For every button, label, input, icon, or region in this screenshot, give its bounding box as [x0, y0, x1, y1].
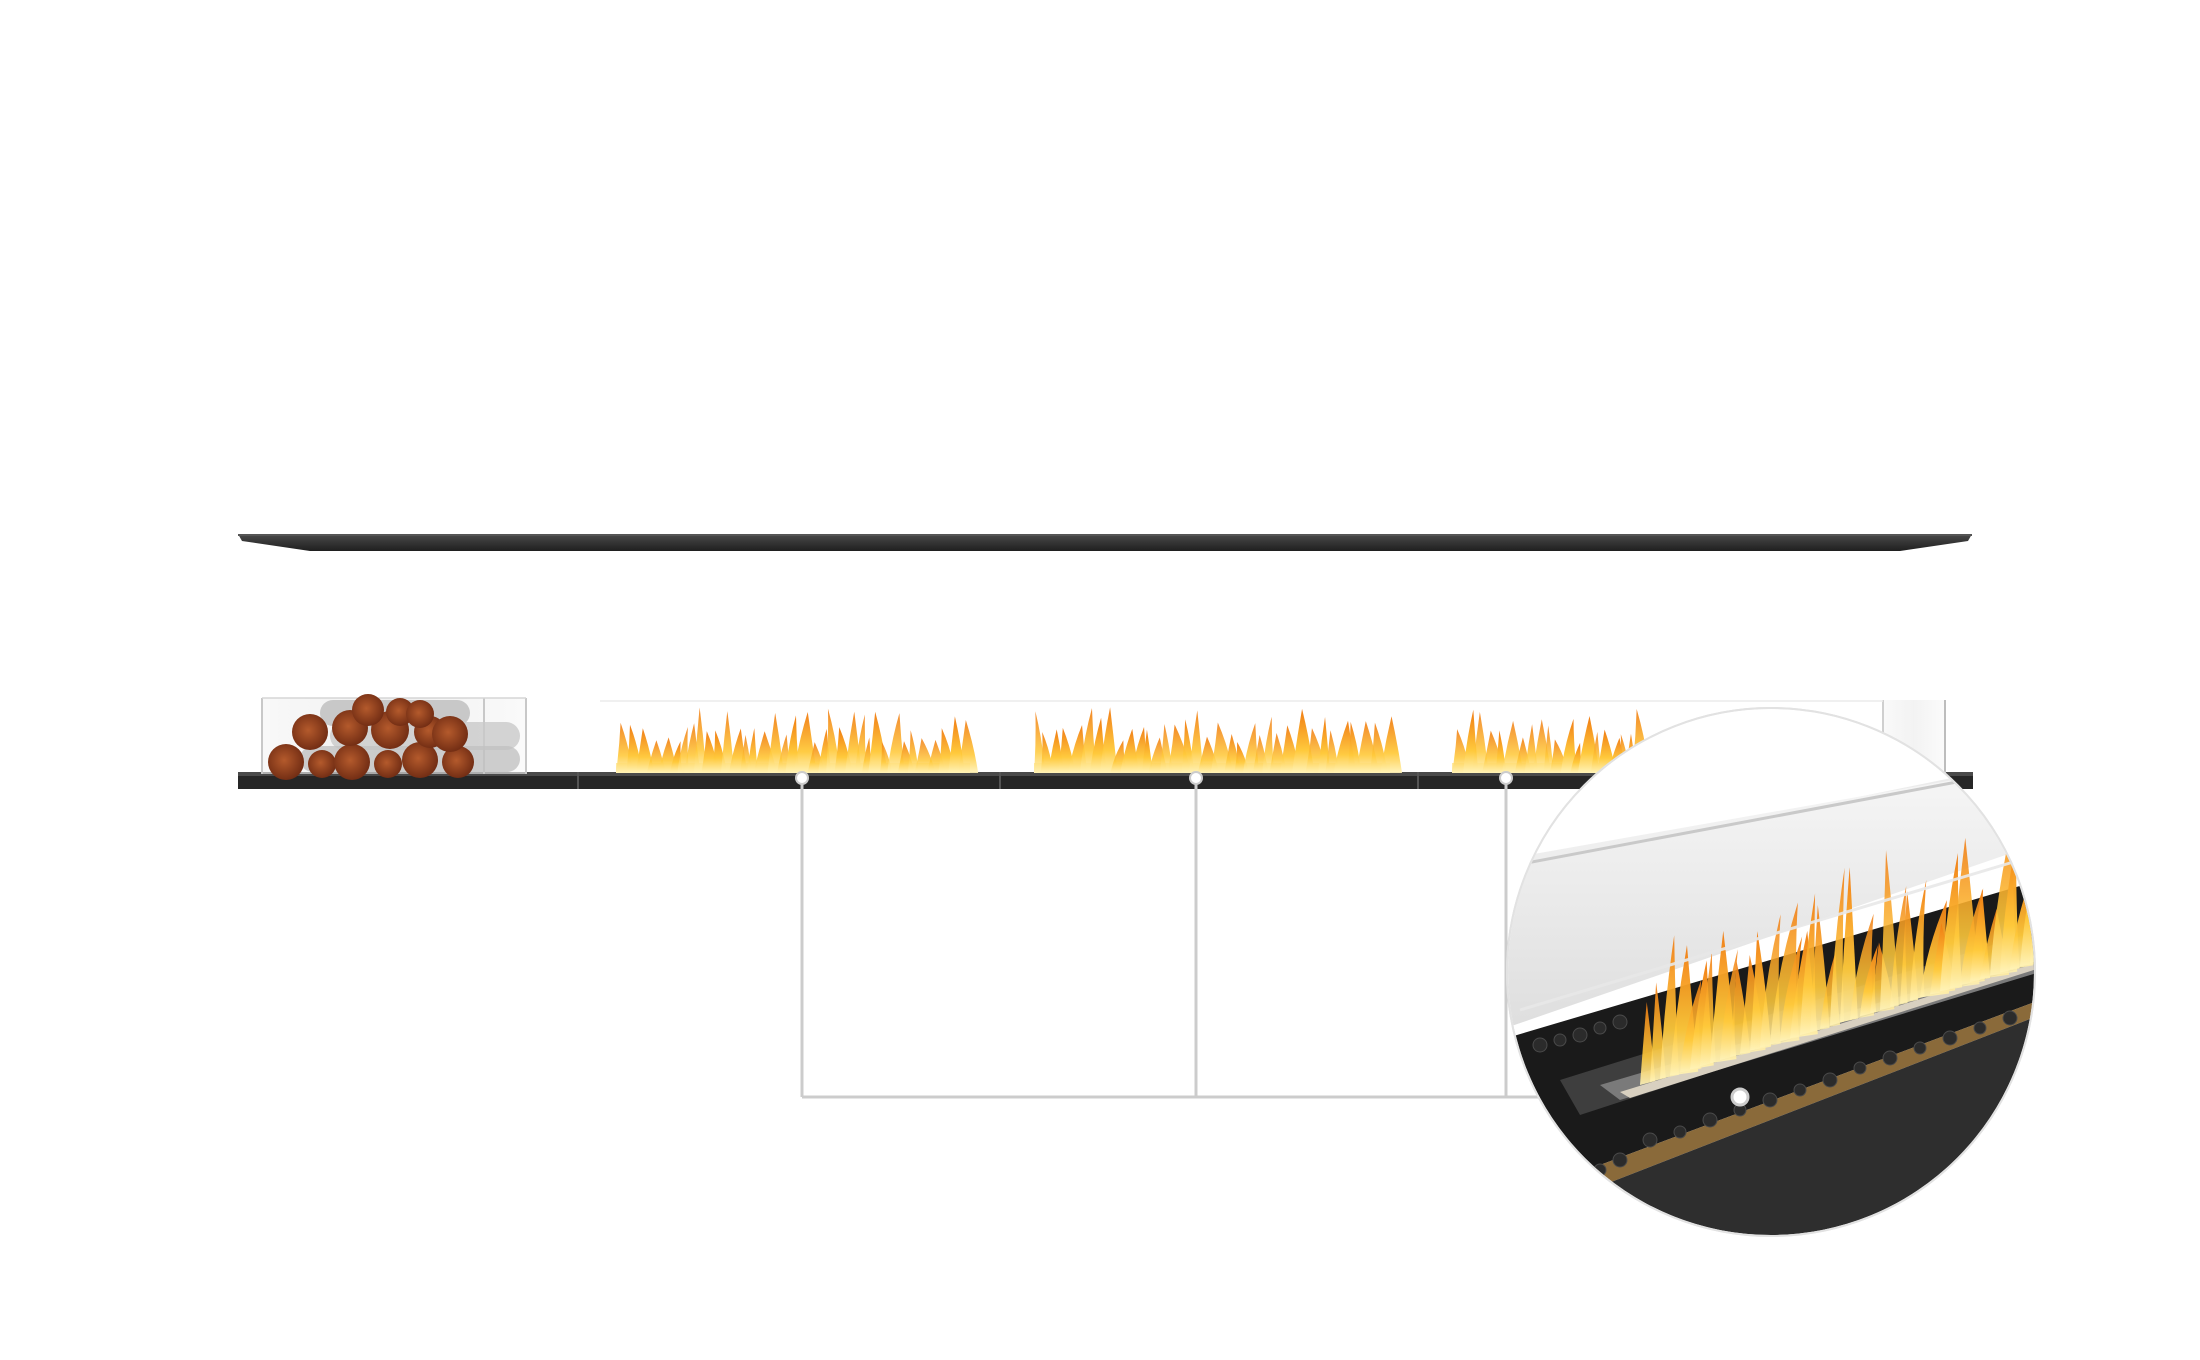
- fireplace-base: [238, 772, 1973, 789]
- zoom-flame-row: [1640, 817, 2034, 1085]
- burner-detail-zoom: [1506, 707, 2036, 1237]
- log-storage: [261, 694, 527, 780]
- flame-row-2: [1034, 707, 1403, 773]
- canopy-hood: [238, 534, 1972, 551]
- zoom-anchor-dot: [1730, 1087, 1750, 1107]
- callout-dots: [795, 771, 1513, 785]
- burner-flames: [616, 707, 1650, 773]
- flame-row-1: [616, 707, 979, 773]
- flame-row-3: [1452, 709, 1650, 773]
